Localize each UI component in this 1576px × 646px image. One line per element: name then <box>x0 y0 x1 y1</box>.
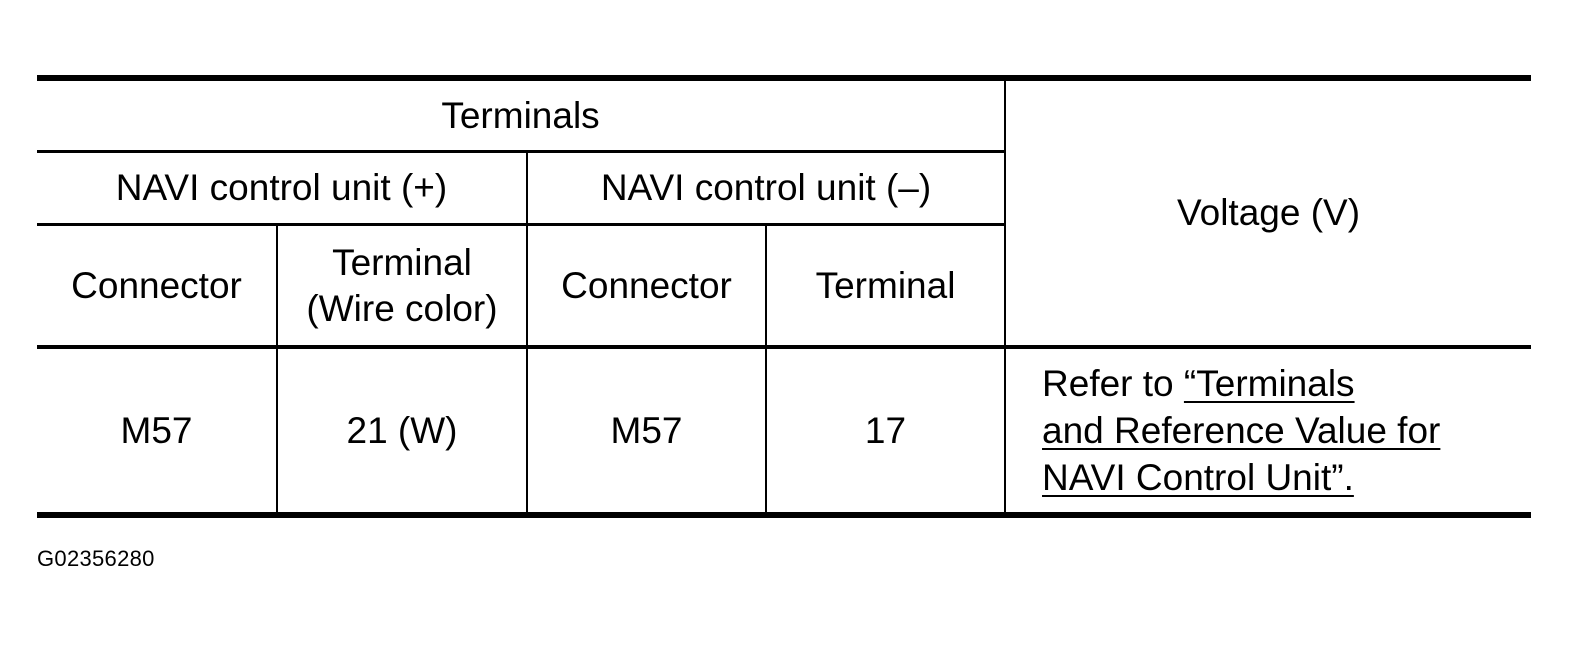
voltage-reference-link-line1[interactable]: “Terminals <box>1183 363 1355 404</box>
terminal-minus-header: Terminal <box>764 223 1006 348</box>
terminal-minus-cell: 17 <box>764 345 1007 515</box>
figure-id-label: G02356280 <box>37 546 155 571</box>
terminal-plus-header-line1: Terminal <box>332 241 472 283</box>
voltage-header: Voltage (V) <box>1004 78 1532 349</box>
voltage-reference-link-line3[interactable]: NAVI Control Unit”. <box>1042 457 1354 498</box>
connector-minus-cell: M57 <box>526 345 767 515</box>
voltage-reference-prefix: Refer to <box>1042 363 1174 404</box>
terminal-plus-header-line2: (Wire color) <box>306 287 498 329</box>
terminal-plus-cell: 21 (W) <box>276 345 528 515</box>
connector-plus-header: Connector <box>37 223 278 348</box>
terminals-header: Terminals <box>37 78 1007 153</box>
navi-plus-header: NAVI control unit (+) <box>37 150 528 226</box>
terminal-plus-header: Terminal (Wire color) <box>276 223 528 348</box>
terminal-voltage-table: Terminals Voltage (V) NAVI control unit … <box>37 75 1532 518</box>
connector-plus-cell: M57 <box>37 345 278 515</box>
header-row-groups: NAVI control unit (+) NAVI control unit … <box>37 150 1531 226</box>
table-row: M57 21 (W) M57 17 Refer to “Terminals and… <box>37 345 1532 515</box>
header-row-columns: Connector Terminal (Wire color) Connecto… <box>37 223 1531 348</box>
voltage-reference-cell: Refer to “Terminals and Reference Value f… <box>1004 345 1532 515</box>
voltage-reference-link-line2[interactable]: and Reference Value for <box>1042 410 1441 451</box>
navi-minus-header: NAVI control unit (–) <box>525 150 1006 226</box>
header-row-terminals: Terminals Voltage (V) <box>37 78 1532 349</box>
connector-minus-header: Connector <box>526 223 767 348</box>
